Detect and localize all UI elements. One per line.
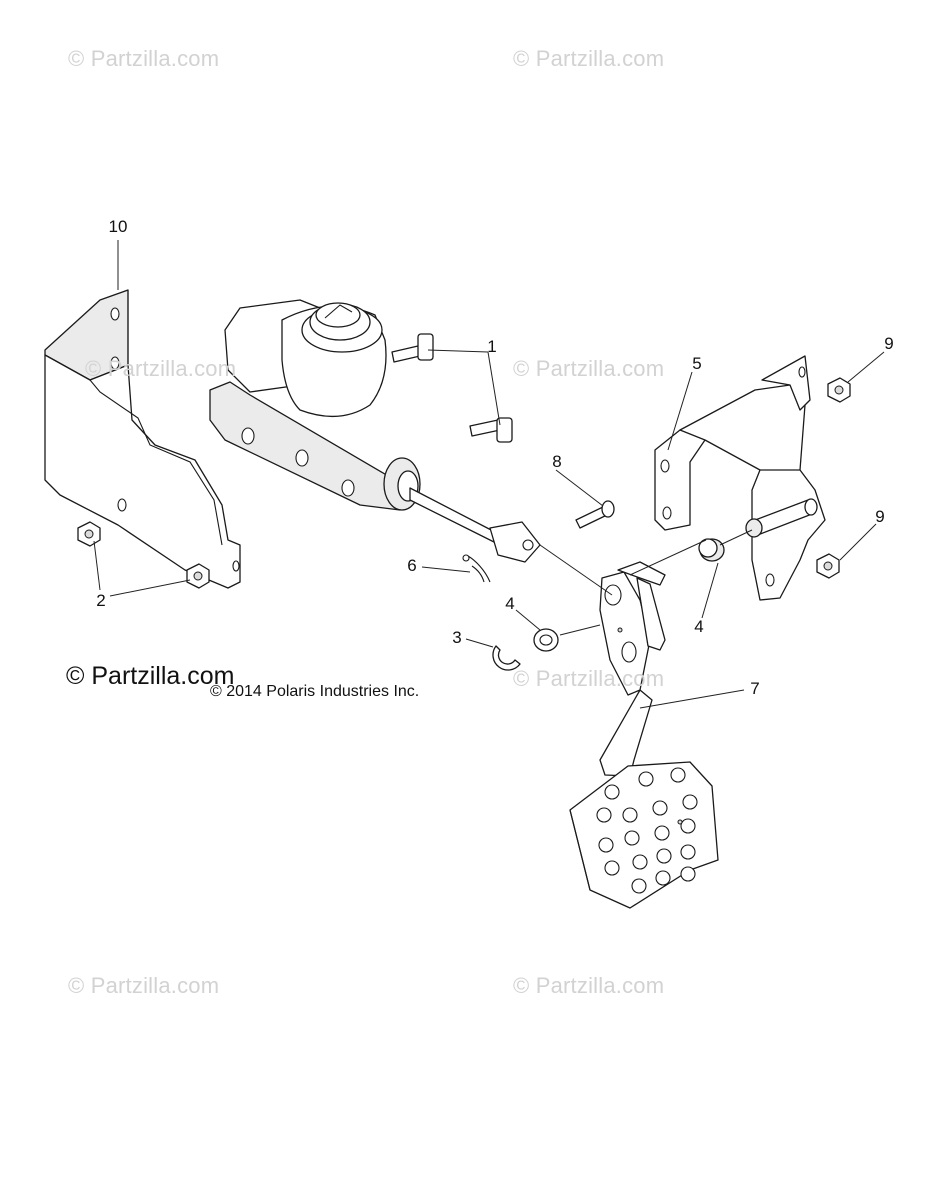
- part-8-pin: [575, 500, 615, 529]
- copyright-text: © 2014 Polaris Industries Inc.: [210, 683, 420, 700]
- part-10-bracket: [44, 289, 241, 589]
- watermark-top-right: © Partzilla.com: [513, 46, 665, 71]
- callout-3: 3: [452, 628, 462, 647]
- part-3-e-clip: [492, 645, 521, 671]
- callout-1: 1: [487, 337, 497, 356]
- brand-text: © Partzilla.com: [66, 662, 235, 690]
- callout-4-left: 4: [505, 594, 515, 613]
- assembly-lines: [539, 529, 753, 636]
- part-1-bolt-lower: [469, 417, 513, 443]
- callout-10: 10: [108, 217, 128, 236]
- watermark-bottom-right: © Partzilla.com: [513, 973, 665, 998]
- part-4-bushing-left: [533, 628, 559, 652]
- part-9-nut-lower: [816, 553, 840, 579]
- part-6-clip: [462, 554, 491, 583]
- master-cylinder: [209, 299, 541, 563]
- watermark-lower-middle: © Partzilla.com: [513, 666, 665, 691]
- watermark-top-left: © Partzilla.com: [68, 46, 220, 71]
- watermark-middle-right: © Partzilla.com: [513, 356, 665, 381]
- part-7-pedal: [569, 561, 719, 909]
- part-9-nut-upper: [827, 377, 851, 403]
- part-5-bracket: [654, 355, 826, 601]
- callout-9-lower: 9: [875, 507, 885, 526]
- callout-7: 7: [750, 679, 760, 698]
- leader-lines: [93, 240, 885, 709]
- watermark-bottom-left: © Partzilla.com: [68, 973, 220, 998]
- callout-8: 8: [552, 452, 562, 471]
- callout-5: 5: [692, 354, 702, 373]
- part-2-nut-lower: [186, 563, 210, 589]
- watermark-middle-left: © Partzilla.com: [85, 356, 237, 381]
- callout-9-upper: 9: [884, 334, 894, 353]
- callout-4-right: 4: [694, 617, 704, 636]
- callout-2: 2: [96, 591, 106, 610]
- callout-6: 6: [407, 556, 417, 575]
- part-2-nut-upper: [77, 521, 101, 547]
- part-4-bushing-right: [698, 538, 725, 562]
- part-1-bolt-upper: [391, 333, 434, 363]
